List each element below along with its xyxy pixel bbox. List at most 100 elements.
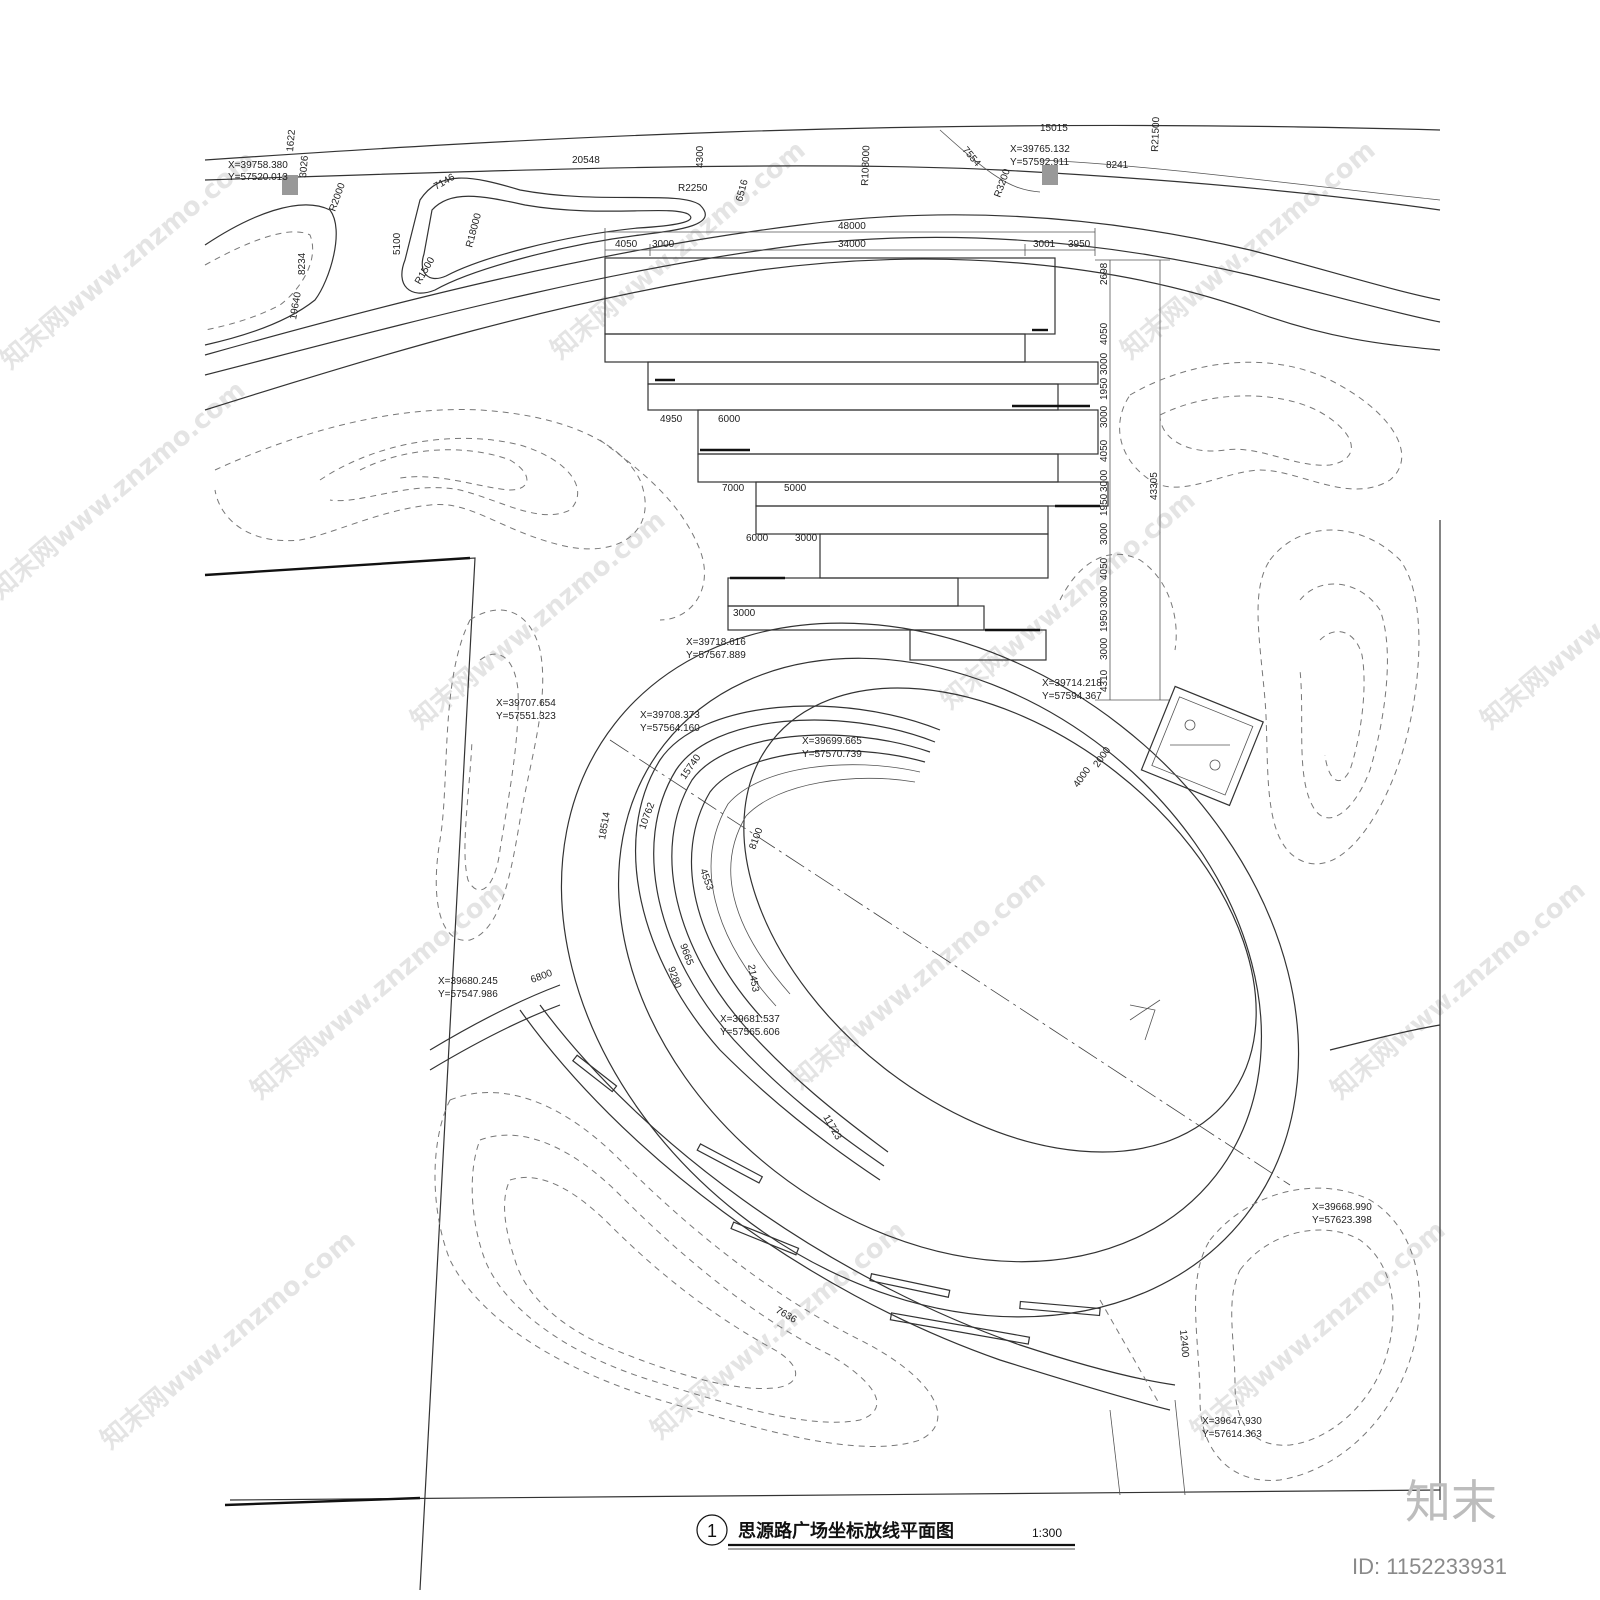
stepped-terraces (604, 257, 1109, 661)
bench (889, 1312, 1031, 1345)
watermark: 知末网www.znzmo.com (0, 375, 251, 605)
dimension-label: 6800 (529, 968, 554, 986)
coord-x: X=39708.373 (640, 710, 700, 721)
dimension-label: 15740 (678, 752, 703, 781)
dimension-label: 6000 (746, 533, 769, 544)
dimension-label: 3000 (1099, 405, 1110, 428)
dimension-label: 4310 (1099, 669, 1110, 692)
watermark: 知末网www.znzmo.com (785, 865, 1051, 1095)
dimension-label: R2250 (678, 183, 708, 194)
coord-x: X=39647.930 (1202, 1416, 1262, 1427)
watermark: 知末网www.znzmo.com (1325, 875, 1591, 1105)
dimension-label: 3001 (1033, 239, 1056, 250)
dimension-label: 4300 (695, 145, 706, 168)
coordinate-point: X=39758.380 Y=57520.013 (228, 160, 288, 183)
dimension-label: R108000 (860, 145, 872, 186)
coordinate-point: X=39765.132 Y=57592.911 (1010, 144, 1070, 168)
dimension-label: 3950 (1068, 239, 1091, 250)
coord-x: X=39765.132 (1010, 144, 1070, 155)
coord-x: X=39707.654 (496, 698, 556, 709)
coord-y: Y=57565.606 (720, 1027, 780, 1038)
bench (571, 1054, 618, 1093)
traffic-islands (204, 165, 1058, 346)
coordinate-point: X=39647.930 Y=57614.363 (1202, 1416, 1262, 1440)
dimension-label: 4000 (1071, 765, 1093, 790)
drawing-scale: 1:300 (1032, 1526, 1062, 1540)
tree-pit (282, 175, 298, 195)
dimension-label: 3000 (733, 608, 756, 619)
dimension-label: 7000 (722, 483, 745, 494)
coord-y: Y=57614.363 (1202, 1429, 1262, 1440)
branding: 知末 ID: 1152233931 (1352, 1475, 1507, 1579)
dimension-label: 3000 (1099, 469, 1110, 492)
coordinate-point: X=39681.537 Y=57565.606 (720, 1014, 780, 1038)
coordinate-point: X=39707.654 Y=57551.323 (496, 698, 556, 722)
coordinate-point: X=39714.218 Y=57594.367 (1042, 678, 1102, 702)
promenade (519, 1004, 1176, 1411)
dimension-label: 3000 (1099, 352, 1110, 375)
bench (730, 1221, 800, 1256)
dimension-label: 8234 (297, 252, 308, 275)
terrace-dimensions-top: 48000 4050 3000 34000 3001 3950 (615, 221, 1091, 250)
dimension-label: 1622 (285, 129, 298, 153)
dimension-label: 2698 (1099, 262, 1110, 285)
drawing-title: 思源路广场坐标放线平面图 (738, 1520, 954, 1542)
dimension-label: 3000 (1099, 522, 1110, 545)
dimension-label: 4553 (697, 867, 715, 892)
coordinate-labels: X=39758.380 Y=57520.013 X=39765.132 Y=57… (228, 144, 1372, 1440)
planting-contours (214, 361, 1421, 1481)
dimension-label: 43305 (1149, 472, 1160, 500)
dimension-label: 7146 (432, 172, 457, 193)
coordinate-point: X=39668.990 Y=57623.398 (1312, 1202, 1372, 1226)
watermark: 知末网www.znzmo.com (1185, 1215, 1451, 1445)
dimension-label: 20548 (572, 155, 600, 166)
oval-plaza (560, 622, 1300, 1318)
bench (1019, 1300, 1101, 1317)
coord-x: X=39668.990 (1312, 1202, 1372, 1213)
dimension-label: 12400 (1177, 1329, 1190, 1358)
coord-y: Y=57567.889 (686, 650, 746, 661)
dimension-label: 3000 (1099, 585, 1110, 608)
coordinate-point: X=39718.616 Y=57567.889 (686, 637, 746, 661)
amphitheatre-steps (635, 705, 941, 1181)
coord-y: Y=57551.323 (496, 711, 556, 722)
bench (696, 1143, 764, 1184)
dimension-label: 4950 (660, 414, 683, 425)
watermark: 知末网www.znzmo.com (95, 1225, 361, 1455)
restroom-building (1140, 685, 1264, 807)
dimension-label: 8100 (747, 826, 765, 851)
dimension-label: 4050 (1099, 439, 1110, 462)
coord-y: Y=57592.911 (1010, 157, 1069, 168)
dimension-label: R3200 (992, 167, 1013, 199)
dimension-label: 5100 (392, 232, 403, 255)
coord-x: X=39718.616 (686, 637, 746, 648)
site-boundary (204, 520, 1441, 1591)
image-id: ID: 1152233931 (1352, 1554, 1507, 1579)
coord-y: Y=57564.160 (640, 723, 700, 734)
dimension-label: 6000 (718, 414, 741, 425)
dimension-label: 3000 (1099, 637, 1110, 660)
dimension-label: 4050 (1099, 322, 1110, 345)
coord-y: Y=57570.739 (802, 749, 862, 760)
dimension-label: 3000 (795, 533, 818, 544)
terrace-dimensions-right: 2698 4050 3000 1950 3000 4050 3000 1950 … (1099, 262, 1160, 692)
coordinate-point: X=39680.245 Y=57547.986 (438, 976, 498, 1000)
brand-logo: 知末 (1405, 1475, 1497, 1529)
coord-x: X=39699.665 (802, 736, 862, 747)
dimension-label: 34000 (838, 239, 866, 250)
dimension-label: 1950 (1099, 493, 1110, 516)
dimension-label: 48000 (838, 221, 866, 232)
dimension-label: 7554 (960, 145, 983, 169)
dimension-label: R2000 (327, 181, 348, 213)
dimension-label: 21453 (745, 964, 761, 994)
road (204, 124, 1441, 411)
dimension-label: 4050 (615, 239, 638, 250)
dimension-label: R21500 (1150, 116, 1162, 152)
dimension-label: 3026 (298, 155, 311, 179)
coord-x: X=39680.245 (438, 976, 498, 987)
coord-x: X=39681.537 (720, 1014, 780, 1025)
coord-x: X=39714.218 (1042, 678, 1102, 689)
dimension-label: 15015 (1040, 123, 1068, 134)
dimension-label: 5000 (784, 483, 807, 494)
